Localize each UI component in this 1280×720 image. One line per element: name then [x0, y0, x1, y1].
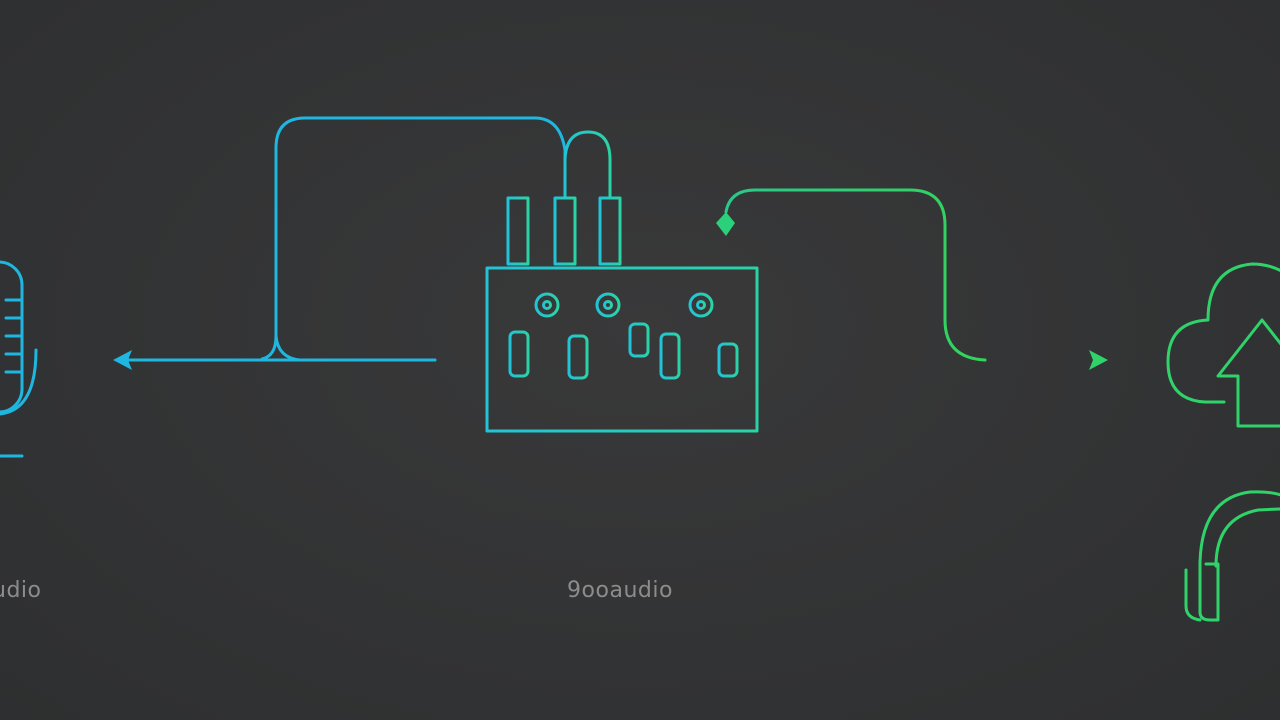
arrow-up-return-icon [716, 212, 735, 236]
microphone-icon [0, 260, 38, 458]
headphones-icon [1184, 490, 1280, 622]
input-connector [126, 116, 567, 362]
arrow-right-icon [1089, 350, 1108, 370]
caption-left: udio [0, 578, 42, 603]
cloud-upload-icon [1166, 262, 1280, 428]
arrow-left-icon [113, 350, 132, 370]
output-connector [724, 188, 1094, 362]
audio-mixer-icon [485, 130, 759, 433]
caption-center: 9ooaudio [567, 578, 673, 603]
